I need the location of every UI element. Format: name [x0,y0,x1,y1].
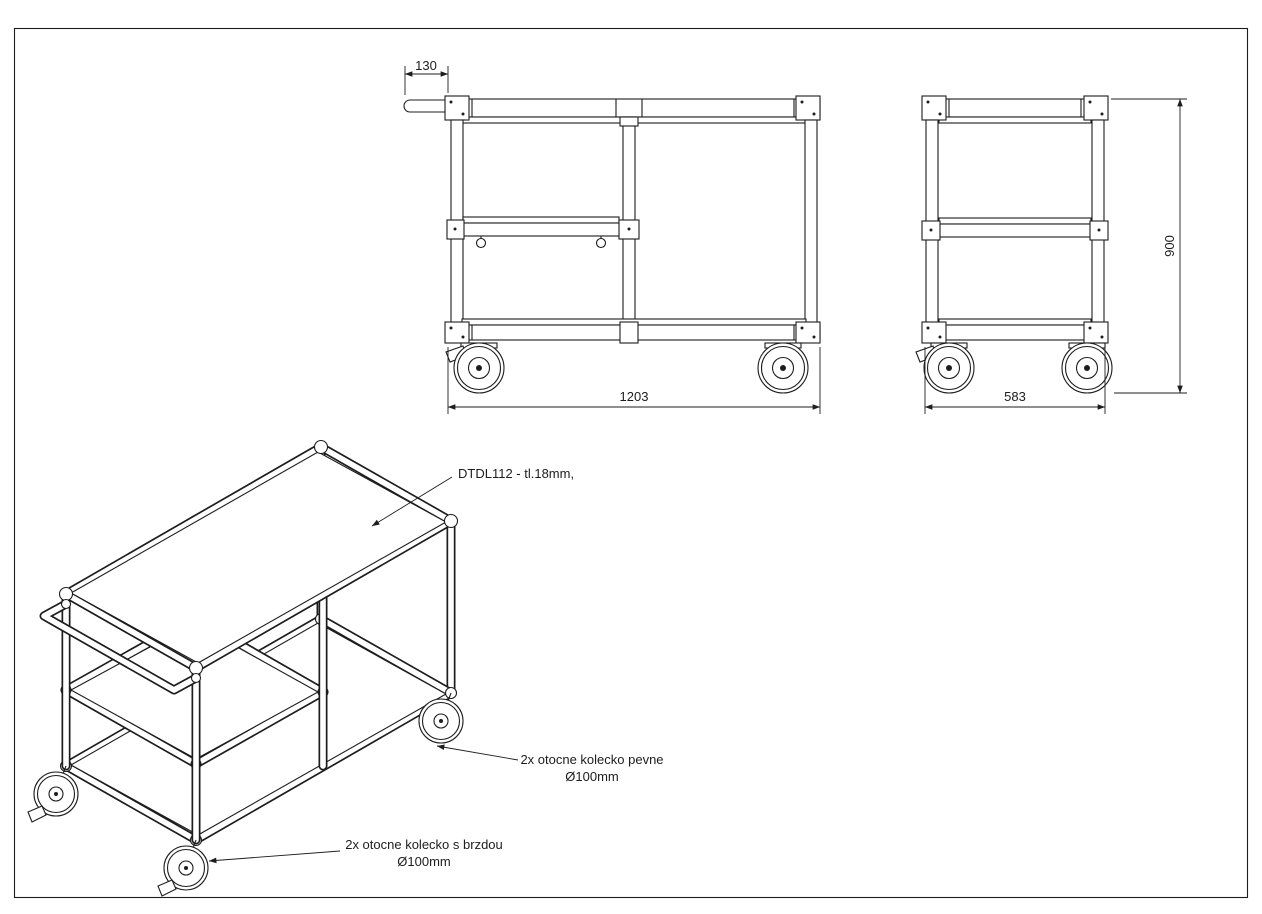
annotation-brake-casters-line1: 2x otocne kolecko s brzdou [345,837,503,852]
middle-shelf-edge [462,216,620,224]
caster-side-left-brake [915,342,975,394]
dimension-handle-extension: 130 [404,58,449,95]
annotation-fixed-casters-line1: 2x otocne kolecko pevne [520,752,663,767]
dimension-overall-width: 583 [924,347,1106,414]
bottom-rail [924,324,1106,341]
caster-brake-front-view [445,342,505,394]
annotation-brake-casters: 2x otocne kolecko s brzdou Ø100mm [208,837,503,869]
hook [595,237,607,249]
dimension-text-583: 583 [1004,389,1026,404]
caster-fixed-front-view [757,342,809,394]
annotation-shelf-text: DTDL112 - tl.18mm, [458,466,574,481]
corner-fitting [444,95,470,121]
corner-fitting [1083,321,1109,344]
dimension-overall-height: 900 [1111,98,1187,394]
sheet-border [13,27,1249,899]
dimension-text-1203: 1203 [620,389,649,404]
post-right [804,119,818,327]
dimension-text-130: 130 [415,58,437,73]
dimension-overall-length: 1203 [447,347,821,414]
post-fitting [619,116,639,127]
top-shelf-edge [938,116,1092,124]
annotation-top-shelf: DTDL112 - tl.18mm, [371,466,574,527]
caster-side-right [1061,342,1113,394]
leader-brake-casters [208,850,341,864]
annotation-fixed-casters-line2: Ø100mm [565,769,618,784]
corner-fitting [921,95,947,121]
caster-iso-front-brake [157,839,209,897]
annotation-fixed-casters: 2x otocne kolecko pevne Ø100mm [436,744,664,784]
isometric-view: DTDL112 - tl.18mm, 2x otocne kolecko pev… [27,439,664,897]
corner-fitting [795,321,821,344]
corner-fitting [795,95,821,121]
corner-fitting [921,321,947,344]
top-rail [447,98,821,118]
corner-fitting [1083,95,1109,121]
middle-rail [925,223,1105,238]
leader-top-shelf [371,476,453,527]
dimension-text-900: 900 [1162,235,1177,257]
middle-rail [450,222,636,237]
side-view: 583 900 [915,95,1187,414]
annotation-brake-casters-line2: Ø100mm [397,854,450,869]
brake-pedal [157,879,177,897]
push-handle-iso [39,598,202,695]
post-fitting [619,321,639,344]
corner-fitting [444,321,470,344]
bottom-shelf-edge [938,318,1092,326]
brake-pedal [27,805,47,823]
caster-iso-right-fixed [418,692,464,744]
middle-shelf-edge [938,217,1092,225]
leader-fixed-casters [436,744,519,761]
caster-iso-left-brake [27,765,79,823]
front-view: 130 1203 [403,58,821,414]
top-rail [924,98,1106,118]
hook [475,237,487,249]
